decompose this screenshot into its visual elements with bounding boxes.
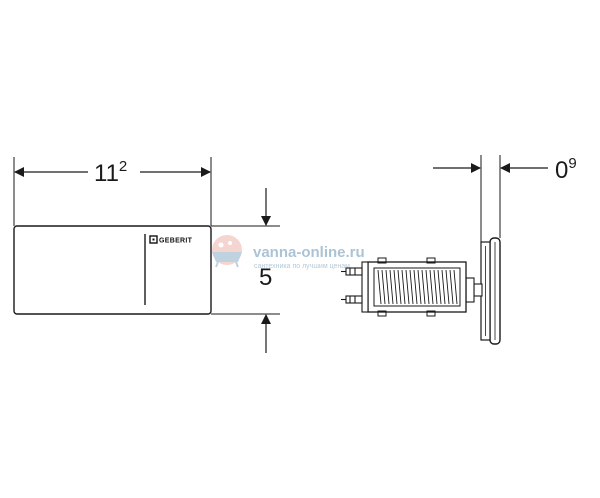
width-value-main: 11	[94, 160, 119, 187]
geberit-logo: GEBERIT	[149, 235, 193, 245]
logo-text: GEBERIT	[159, 238, 193, 245]
width-dimension-label: 112	[94, 158, 127, 187]
actuator-rib	[389, 269, 394, 305]
actuator-rib	[441, 269, 446, 305]
actuator-rib	[453, 269, 458, 305]
hose-connector-top	[341, 267, 363, 276]
width-value-sup: 2	[119, 158, 127, 175]
actuator-rib	[393, 269, 398, 305]
depth-dimension-label: 09	[555, 155, 577, 184]
actuator-rib	[425, 269, 430, 305]
actuator-rib	[429, 269, 434, 305]
height-dimension-label: 5	[259, 264, 272, 291]
actuator-rib	[385, 269, 390, 305]
front-view: GEBERIT 112 5	[13, 157, 280, 353]
actuator-rib	[409, 269, 414, 305]
actuator-rib	[397, 269, 402, 305]
actuator-rib	[433, 269, 438, 305]
watermark-tagline: сантехника по лучшим ценам	[254, 263, 350, 270]
actuator-rib	[405, 269, 410, 305]
actuator-ribs	[377, 269, 458, 305]
flush-plate-outline	[13, 225, 212, 315]
watermark: vanna-online.ru сантехника по лучшим цен…	[212, 235, 365, 270]
watermark-site: vanna-online.ru	[253, 244, 365, 261]
depth-value-main: 0	[555, 157, 568, 184]
actuator-rib	[445, 269, 450, 305]
actuator-rib	[381, 269, 386, 305]
actuator-rib	[417, 269, 422, 305]
hose-connector-bottom	[341, 295, 363, 304]
watermark-bath-icon	[212, 235, 242, 268]
actuator-rib	[449, 269, 454, 305]
depth-value-sup: 9	[568, 155, 576, 172]
actuator-rib	[377, 269, 382, 305]
side-view	[341, 155, 548, 345]
actuator-rib	[413, 269, 418, 305]
actuator-rib	[437, 269, 442, 305]
actuator-rib	[401, 269, 406, 305]
actuator-rib	[421, 269, 426, 305]
